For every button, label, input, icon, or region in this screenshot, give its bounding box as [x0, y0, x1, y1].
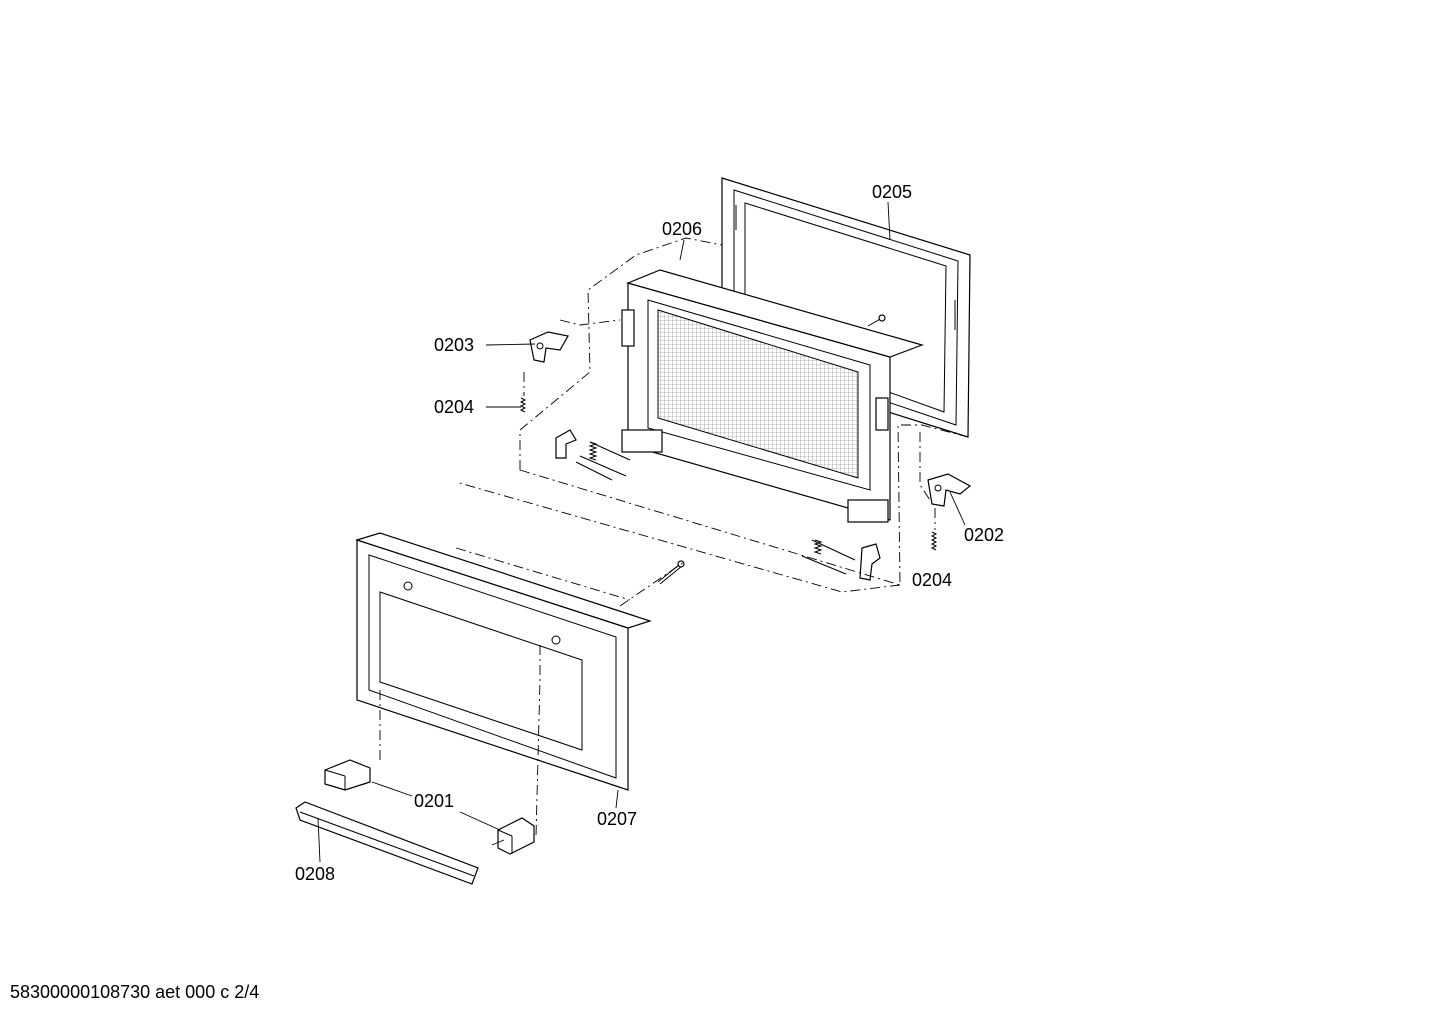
- assembly-dash-lines: [379, 237, 969, 837]
- hinge-left-part: [529, 331, 569, 363]
- callout-0204-left: 0204: [434, 397, 475, 417]
- callout-0205: 0205: [872, 182, 913, 202]
- callout-0207: 0207: [597, 809, 638, 829]
- callout-0208: 0208: [295, 864, 336, 884]
- hinge-spring-assembly-right: [801, 539, 881, 581]
- door-inner-frame-part: [621, 269, 924, 523]
- screw-part: [657, 314, 886, 585]
- callout-0206: 0206: [662, 219, 703, 239]
- callout-0202: 0202: [964, 525, 1005, 545]
- hinge-right-part: [927, 473, 972, 507]
- document-reference-footer: 58300000108730 aet 000 c 2/4: [10, 982, 260, 1002]
- hinge-spring-assembly-left: [555, 429, 631, 481]
- callout-0201: 0201: [414, 791, 455, 811]
- handle-bracket-left-part: [324, 759, 371, 791]
- callout-0203: 0203: [434, 335, 475, 355]
- door-front-panel-part: [355, 532, 652, 791]
- leader-lines: [317, 201, 966, 863]
- callout-0204-right: 0204: [912, 570, 953, 590]
- door-handle-part: [295, 801, 479, 885]
- spring-part: [519, 397, 938, 551]
- handle-bracket-right-part: [497, 817, 535, 855]
